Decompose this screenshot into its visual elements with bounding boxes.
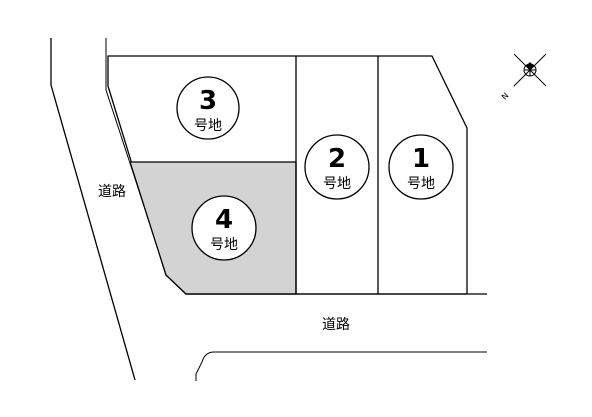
north-arrow-compass-icon: N — [500, 53, 547, 102]
lot-4-number: 4 — [215, 205, 233, 235]
west-road-label: 道路 — [98, 184, 126, 200]
lot-2-suffix: 号地 — [323, 176, 351, 192]
lot-4-marker: 4 号地 — [191, 195, 257, 261]
lot-1-marker: 1 号地 — [388, 134, 454, 200]
lot-2-marker: 2 号地 — [304, 134, 370, 200]
lot-1-number: 1 — [412, 144, 430, 174]
lot-3-marker: 3 号地 — [176, 76, 240, 140]
south-road-bottom-edge — [195, 351, 487, 381]
lot-3-suffix: 号地 — [194, 118, 222, 134]
lot-1-suffix: 号地 — [407, 176, 435, 192]
lot-4-suffix: 号地 — [210, 237, 238, 253]
south-road-label: 道路 — [322, 317, 350, 333]
west-road-outer-edge — [50, 38, 136, 381]
lot-3-number: 3 — [199, 86, 217, 116]
lot-2-number: 2 — [328, 144, 346, 174]
compass-north-label: N — [500, 91, 511, 102]
